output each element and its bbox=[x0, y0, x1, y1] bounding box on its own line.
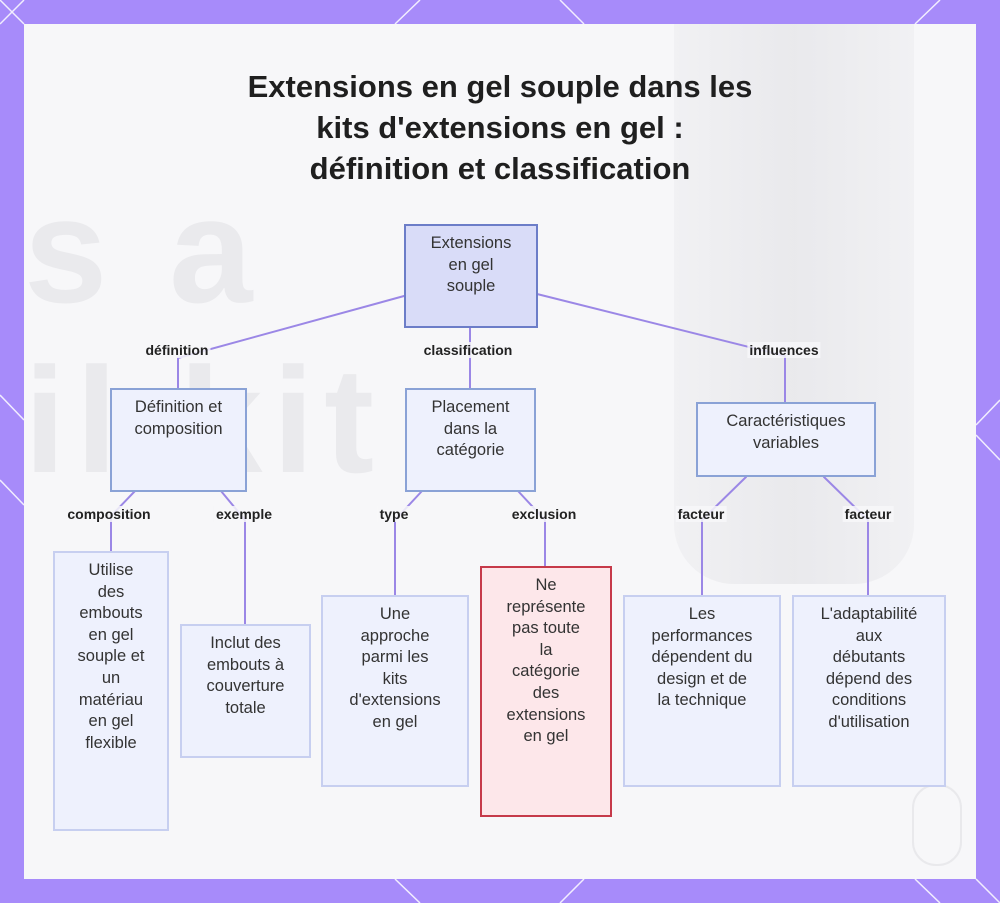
edge-label-classification: classification bbox=[421, 342, 515, 358]
node-utilise-embouts: Utilise des embouts en gel souple et un … bbox=[53, 551, 169, 831]
node-extensions-gel-souple: Extensions en gel souple bbox=[404, 224, 538, 328]
edge-label-composition: composition bbox=[65, 506, 153, 522]
background-product-image bbox=[674, 24, 914, 584]
title-line-3: définition et classification bbox=[309, 151, 691, 186]
edge-label-definition: définition bbox=[143, 342, 211, 358]
diagram-title: Extensions en gel souple dans les kits d… bbox=[200, 66, 800, 189]
node-definition-composition: Définition et composition bbox=[110, 388, 247, 492]
edge-label-exclusion: exclusion bbox=[509, 506, 579, 522]
edge-label-exemple: exemple bbox=[213, 506, 275, 522]
node-caracteristiques-variables: Caractéristiques variables bbox=[696, 402, 876, 477]
edge-root-definition bbox=[177, 295, 405, 389]
edge-label-type: type bbox=[377, 506, 411, 522]
edge-caracteristiques-performances bbox=[701, 476, 747, 596]
node-une-approche: Une approche parmi les kits d'extensions… bbox=[321, 595, 469, 787]
edge-placement-exclusion bbox=[517, 490, 546, 567]
edge-label-influences: influences bbox=[747, 342, 821, 358]
node-exclusion-categorie: Ne représente pas toute la catégorie des… bbox=[480, 566, 612, 817]
node-performances: Les performances dépendent du design et … bbox=[623, 595, 781, 787]
title-line-1: Extensions en gel souple dans les bbox=[247, 69, 753, 104]
node-inclut-embouts: Inclut des embouts à couverture totale bbox=[180, 624, 311, 758]
node-adaptabilite: L'adaptabilité aux débutants dépend des … bbox=[792, 595, 946, 787]
edge-caracteristiques-adaptabilite bbox=[823, 476, 869, 596]
edge-label-facteur: facteur bbox=[675, 506, 727, 522]
title-line-2: kits d'extensions en gel : bbox=[316, 110, 684, 145]
node-placement-categorie: Placement dans la catégorie bbox=[405, 388, 536, 492]
background-photo-lettering: s a bbox=[24, 166, 263, 334]
edge-label-facteur: facteur bbox=[842, 506, 894, 522]
